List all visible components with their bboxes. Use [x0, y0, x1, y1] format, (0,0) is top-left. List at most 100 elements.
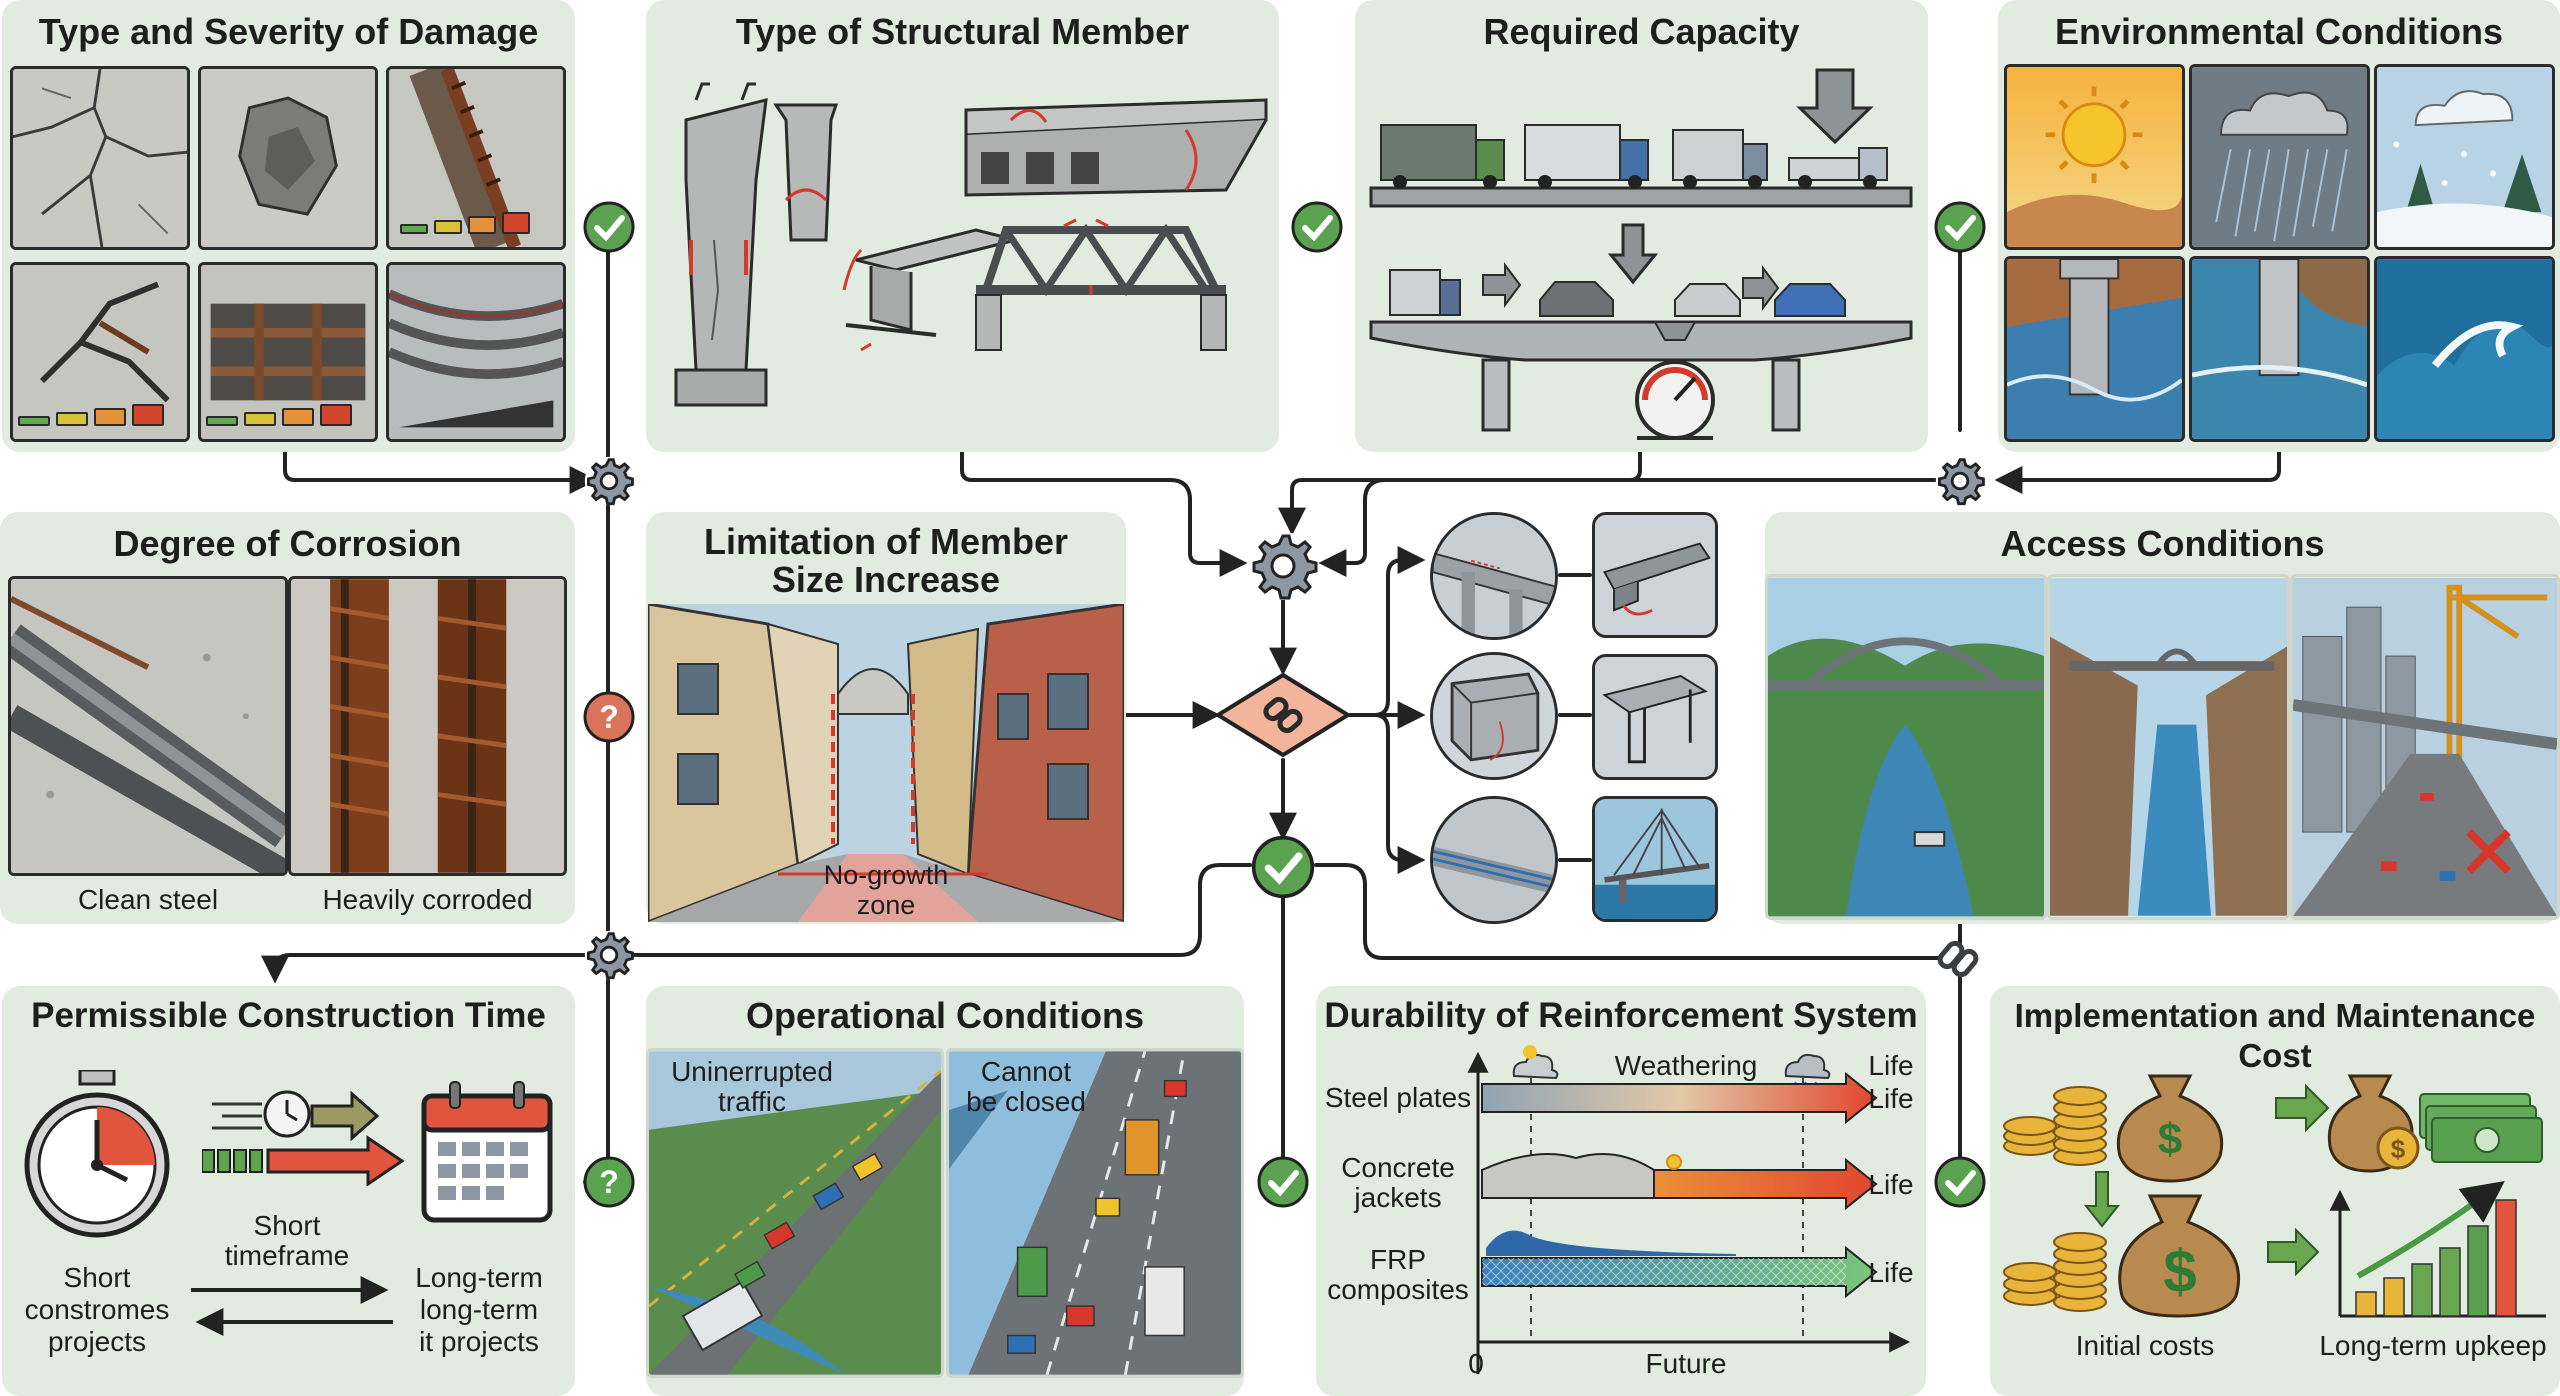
uninterrupted-traffic-image [646, 1048, 944, 1378]
long-term-label-line2: long-term [419, 1294, 539, 1325]
canyon-bridge-image [2047, 574, 2290, 920]
tidal-pier-image [2189, 256, 2370, 442]
short-projects-label-line3: projects [47, 1326, 147, 1357]
urban-construction-image [2290, 574, 2560, 920]
gear-icon [582, 454, 636, 508]
solution-steel-plating-circle [1430, 512, 1558, 640]
hot-sun-image [2004, 64, 2185, 250]
row-label-steel-plates: Steel plates [1324, 1082, 1472, 1113]
panel-degree-of-corrosion: Degree of Corrosion Clean steel Heavily … [0, 512, 575, 924]
svg-text:?: ? [599, 699, 619, 735]
traffic-load-illustration [1369, 68, 1913, 440]
gear-icon [1933, 454, 1987, 508]
severity-scale [18, 404, 164, 426]
solution-beam-detail-box [1592, 654, 1718, 780]
short-timeframe-label-line1: Short [253, 1210, 321, 1241]
panel-title: Access Conditions [2000, 523, 2325, 564]
solution-cable-bridge-box [1592, 796, 1718, 922]
cannot-be-closed-label-line1: Cannot [980, 1056, 1072, 1087]
check-icon [1256, 1155, 1310, 1209]
panel-title: Degree of Corrosion [113, 523, 462, 564]
panel-title: Implementation and Maintenance Cost [2014, 997, 2536, 1074]
life-label-concrete: Life [1868, 1169, 1914, 1200]
life-label-frp: Life [1868, 1257, 1914, 1288]
cannot-be-closed-label-line2: be closed [966, 1086, 1086, 1117]
panel-title: Permissible Construction Time [31, 996, 546, 1035]
question-icon: ? [582, 1155, 636, 1209]
axis-zero-label: 0 [1468, 1348, 1484, 1379]
solution-column-jacket-circle [1430, 652, 1558, 780]
panel-damage: Type and Severity of Damage [2, 0, 575, 452]
panel-title: Environmental Conditions [2054, 11, 2503, 52]
long-term-upkeep-label: Long-term upkeep [2319, 1330, 2547, 1361]
check-icon [1290, 200, 1344, 254]
uninterrupted-traffic-label-line2: traffic [718, 1086, 786, 1117]
heavily-corroded-image [288, 576, 567, 876]
row-label-frp: FRP [1370, 1244, 1426, 1275]
fast-clock-arrow-icon [202, 1090, 405, 1186]
panel-cost: Implementation and Maintenance Cost $ $ … [1990, 986, 2560, 1396]
deformed-cables-image [386, 262, 566, 442]
cannot-close-image [946, 1048, 1244, 1378]
row-label-composites: composites [1327, 1274, 1469, 1305]
row-label-jackets: jackets [1354, 1182, 1442, 1213]
gear-icon [582, 928, 636, 982]
check-icon [582, 200, 636, 254]
question-icon: ? [582, 690, 636, 744]
svg-text:$: $ [2158, 1115, 2182, 1164]
central-gear-icon [1245, 528, 1321, 604]
long-term-label-line3: it projects [419, 1326, 539, 1357]
short-projects-label-line2: constromes [24, 1294, 170, 1325]
check-icon [1933, 200, 1987, 254]
long-term-label-line1: Long-term [415, 1262, 543, 1293]
chain-link-icon [1928, 928, 1988, 988]
structural-members-illustration [674, 82, 1268, 407]
initial-costs-label: Initial costs [2075, 1330, 2215, 1361]
severity-scale [206, 404, 352, 426]
check-icon [1250, 834, 1316, 900]
rain-storm-image [2189, 64, 2370, 250]
svg-text:$: $ [2391, 1134, 2406, 1164]
uninterrupted-traffic-label-line1: Uninerrupted [671, 1056, 833, 1087]
panel-durability: Durability of Reinforcement System Weath… [1316, 986, 1926, 1396]
weathering-label: Weathering [1614, 1050, 1758, 1081]
panel-environmental-conditions: Environmental Conditions [1998, 0, 2560, 452]
short-projects-label-line1: Short [63, 1262, 131, 1293]
axis-future-label: Future [1645, 1348, 1727, 1379]
crack-image [10, 66, 190, 250]
panel-title: Operational Conditions [745, 995, 1144, 1036]
no-growth-zone-label-line1: No-growth [823, 860, 949, 890]
calendar-icon [421, 1081, 553, 1223]
clean-steel-image [8, 576, 288, 876]
stopwatch-icon [24, 1070, 170, 1238]
panel-title: Type of Structural Member [735, 11, 1190, 52]
heavily-corroded-label: Heavily corroded [322, 884, 533, 915]
panel-title-line1: Limitation of Member [703, 521, 1068, 562]
two-way-arrows-icon [191, 1276, 393, 1336]
ocean-wave-image [2374, 256, 2555, 442]
solution-frp-strips-circle [1430, 796, 1558, 924]
severity-scale [400, 212, 530, 234]
svg-text:?: ? [599, 1164, 619, 1200]
life-label-top: Life [1868, 1050, 1914, 1081]
narrow-street-illustration [648, 604, 1124, 922]
panel-title: Type and Severity of Damage [38, 11, 539, 52]
spalling-image [198, 66, 378, 250]
short-timeframe-label-line2: timeframe [224, 1240, 350, 1271]
panel-operational-conditions: Operational Conditions Uninerrupted traf… [646, 986, 1244, 1396]
clean-steel-label: Clean steel [77, 884, 219, 915]
panel-construction-time: Permissible Construction Time Short time… [2, 986, 575, 1396]
snow-image [2374, 64, 2555, 250]
no-growth-zone-label-line2: zone [856, 890, 916, 920]
check-icon [1933, 1155, 1987, 1209]
panel-title-line2: Size Increase [771, 559, 1001, 600]
svg-text:$: $ [2163, 1238, 2196, 1305]
durability-chart [1467, 1045, 1911, 1374]
row-label-concrete: Concrete [1341, 1152, 1455, 1183]
panel-title: Required Capacity [1483, 11, 1800, 52]
panel-structural-member: Type of Structural Member [646, 0, 1279, 452]
cost-illustration: $ $ $ [2003, 1074, 2546, 1318]
life-label-steel: Life [1868, 1083, 1914, 1114]
panel-access-conditions: Access Conditions [1765, 512, 2560, 924]
link-diamond-icon [1215, 672, 1351, 758]
